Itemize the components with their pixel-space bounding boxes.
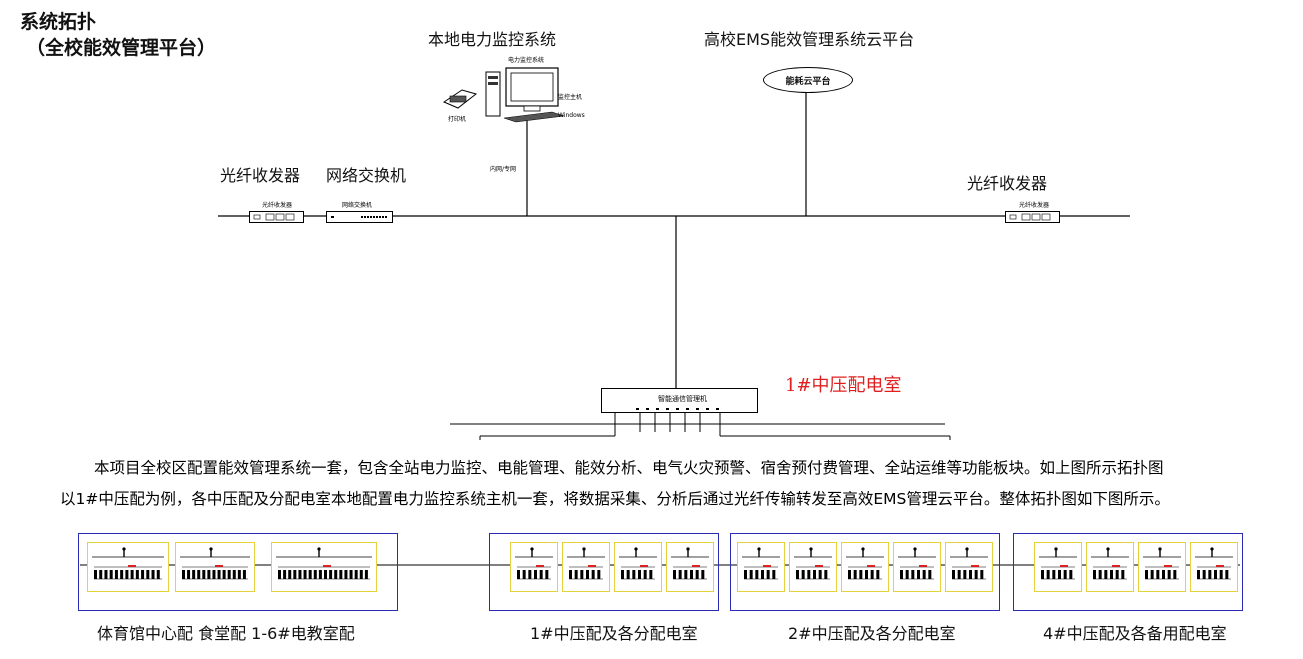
mini-schematic-icon (950, 547, 988, 580)
mini-schematic-icon (1143, 547, 1181, 580)
group-3-panel-5 (945, 542, 993, 592)
left-transceiver-text: 光纤收发器 (262, 202, 293, 209)
group-1-caption: 体育馆中心配 食堂配 1-6#电教室配 (97, 624, 355, 643)
group-1-panel-2 (175, 542, 255, 592)
group-4-panel-1 (1034, 542, 1082, 592)
group-3-panel-1 (737, 542, 785, 592)
local-system-label: 本地电力监控系统 (428, 30, 557, 49)
mini-schematic-icon (742, 547, 780, 580)
left-transceiver-label: 光纤收发器 (220, 166, 301, 185)
group-3-panel-4 (893, 542, 941, 592)
printer-text: 打印机 (448, 116, 467, 123)
switch-device (326, 211, 393, 223)
mini-schematic-icon (1039, 547, 1077, 580)
mini-schematic-icon (1195, 547, 1233, 580)
mini-schematic-icon (276, 547, 372, 580)
switch-device-text: 网络交换机 (342, 202, 373, 209)
group-box-3 (730, 533, 1000, 611)
right-transceiver-text: 光纤收发器 (1019, 202, 1050, 209)
substation-label: 1#中压配电室 (785, 375, 902, 396)
right-transceiver-device (1005, 211, 1060, 223)
mini-schematic-icon (567, 547, 605, 580)
group-3-panel-3 (841, 542, 889, 592)
switch-label: 网络交换机 (326, 166, 407, 185)
group-box-4 (1013, 533, 1243, 611)
group-box-2 (489, 533, 719, 611)
intranet-text: 内网/专网 (490, 166, 517, 173)
mini-schematic-icon (794, 547, 832, 580)
cloud-platform-label: 高校EMS能效管理系统云平台 (704, 30, 915, 49)
core-device-text: 智能通信管理机 (658, 395, 707, 403)
left-transceiver-device (249, 211, 304, 223)
right-transceiver-label: 光纤收发器 (967, 174, 1048, 193)
host-text: 监控主机 (558, 94, 583, 101)
mini-schematic-icon (515, 547, 553, 580)
page-subtitle: （全校能效管理平台） (26, 37, 217, 59)
mini-schematic-icon (898, 547, 936, 580)
description-line-1: 本项目全校区配置能效管理系统一套，包含全站电力监控、电能管理、能效分析、电气火灾… (94, 459, 1164, 477)
group-2-panel-1 (510, 542, 558, 592)
description-line-2: 以1#中压配为例，各中压配及分配电室本地配置电力监控系统主机一套，将数据采集、分… (60, 490, 1170, 508)
group-2-panel-2 (562, 542, 610, 592)
group-4-panel-3 (1138, 542, 1186, 592)
os-text: Windows (558, 112, 585, 119)
workstation-text: 电力监控系统 (508, 57, 545, 64)
group-4-panel-4 (1190, 542, 1238, 592)
group-2-caption: 1#中压配及各分配电室 (530, 624, 698, 643)
group-2-panel-3 (614, 542, 662, 592)
core-communication-device: 智能通信管理机 (601, 388, 758, 413)
group-3-panel-2 (789, 542, 837, 592)
group-1-panel-1 (87, 542, 169, 592)
group-3-caption: 2#中压配及各分配电室 (788, 624, 956, 643)
mini-schematic-icon (92, 547, 164, 580)
workstation-icon (442, 67, 565, 123)
group-4-caption: 4#中压配及各备用配电室 (1043, 624, 1227, 643)
group-4-panel-2 (1086, 542, 1134, 592)
cloud-node: 能耗云平台 (763, 67, 853, 93)
page-title: 系统拓扑 (20, 11, 97, 33)
mini-schematic-icon (619, 547, 657, 580)
group-1-panel-3 (271, 542, 377, 592)
cloud-node-text: 能耗云平台 (785, 76, 831, 87)
mini-schematic-icon (1091, 547, 1129, 580)
workstation-cluster: 电力监控系统 监控主机 Windows 打印机 (440, 52, 600, 124)
group-box-1 (78, 533, 398, 611)
group-2-panel-4 (666, 542, 714, 592)
mini-schematic-icon (180, 547, 250, 580)
mini-schematic-icon (671, 547, 709, 580)
mini-schematic-icon (846, 547, 884, 580)
